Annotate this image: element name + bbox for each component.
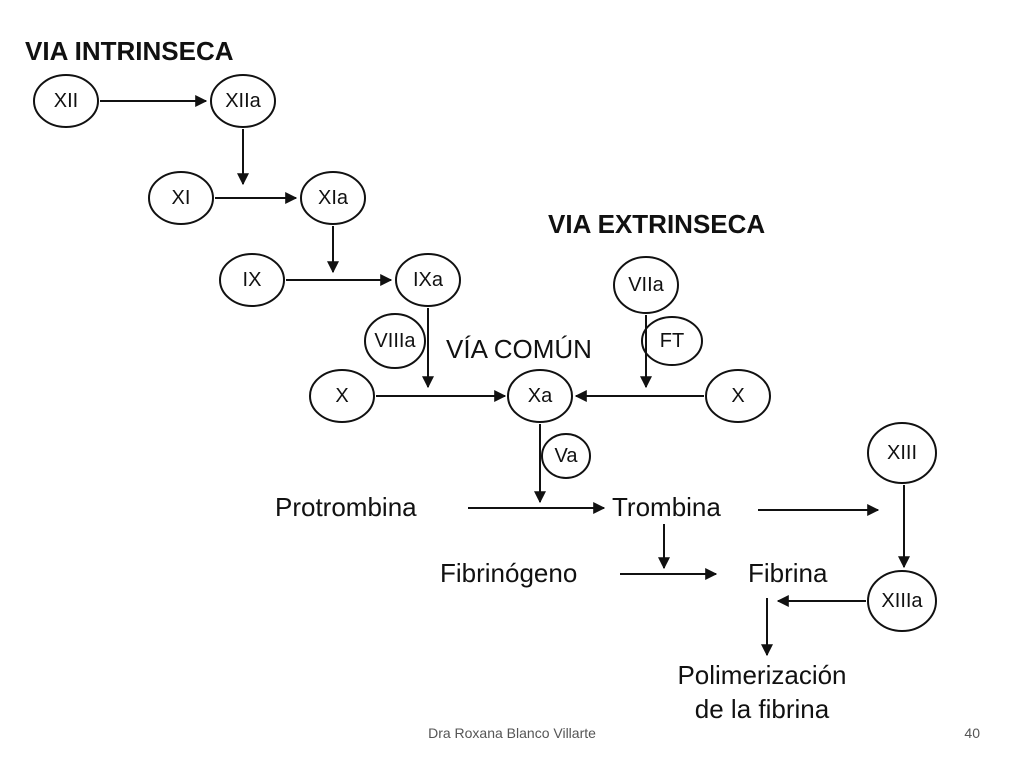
page-number: 40: [964, 725, 980, 741]
factor-xiiia-node: [867, 570, 937, 632]
factor-viia-label: VIIa: [628, 274, 664, 296]
factor-xi-label: XI: [172, 187, 191, 209]
factor-xiii-label: XIII: [887, 442, 917, 464]
factor-xia-node: [300, 171, 366, 225]
factor-va-label: Va: [555, 445, 579, 467]
factor-xi-node: [148, 171, 214, 225]
factor-xiii-node: [867, 422, 937, 484]
trombina-label: Trombina: [612, 492, 721, 522]
factor-xii-node: [33, 74, 99, 128]
factor-xiia-node: [210, 74, 276, 128]
intrinsic-pathway-heading: VIA INTRINSECA: [25, 36, 234, 66]
factor-ft-label: FT: [660, 330, 684, 352]
factor-x-left-node: [309, 369, 375, 423]
factor-viia-node: [613, 256, 679, 314]
factor-xiia-label: XIIa: [225, 90, 261, 112]
fibrina-label: Fibrina: [748, 558, 828, 588]
factor-ixa-node: [395, 253, 461, 307]
factor-ft-node: [641, 316, 703, 366]
fibrinogeno-label: Fibrinógeno: [440, 558, 577, 588]
factor-va-node: [541, 433, 591, 479]
factor-x-right-node: [705, 369, 771, 423]
factor-x-right-label: X: [731, 385, 744, 407]
common-pathway-heading: VÍA COMÚN: [446, 334, 592, 364]
protrombina-label: Protrombina: [275, 492, 417, 522]
factor-xia-label: XIa: [318, 187, 349, 209]
factor-ix-node: [219, 253, 285, 307]
polimerizacion-label: Polimerización: [677, 660, 846, 690]
footer-author: Dra Roxana Blanco Villarte: [428, 725, 596, 741]
polimerizacion-label-line2: de la fibrina: [695, 694, 830, 724]
factor-viiia-label: VIIIa: [374, 330, 416, 352]
factor-viiia-node: [364, 313, 426, 369]
factor-ixa-label: IXa: [413, 269, 444, 291]
factor-xa-node: [507, 369, 573, 423]
factor-xii-label: XII: [54, 90, 78, 112]
extrinsic-pathway-heading: VIA EXTRINSECA: [548, 209, 765, 239]
factor-ix-label: IX: [243, 269, 262, 291]
factor-xa-label: Xa: [528, 385, 553, 407]
factor-x-left-label: X: [335, 385, 348, 407]
factor-xiiia-label: XIIIa: [881, 590, 923, 612]
